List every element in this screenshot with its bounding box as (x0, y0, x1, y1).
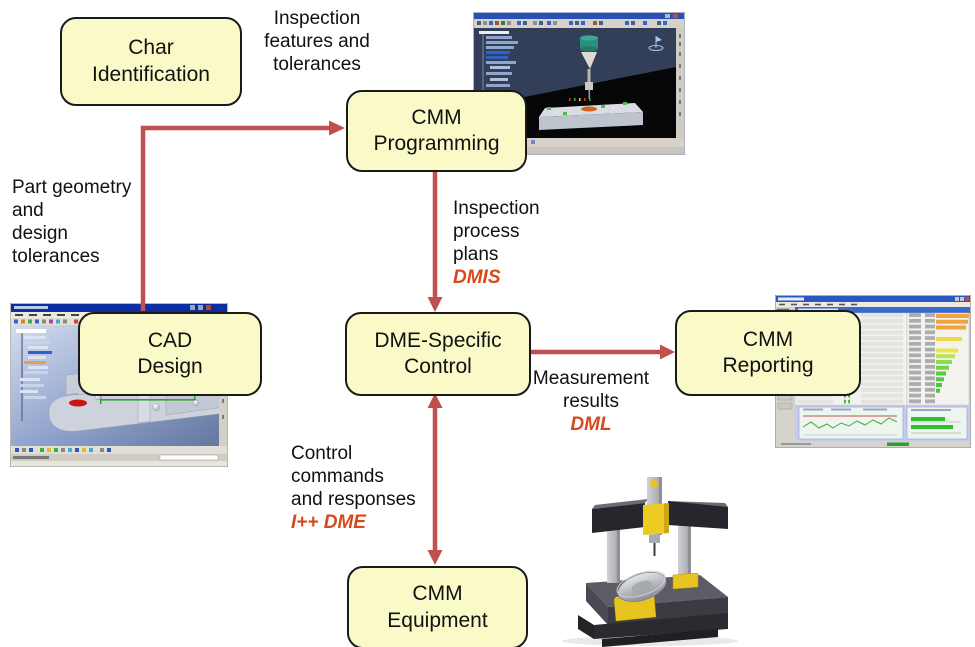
label-line: and (12, 199, 44, 221)
box-char-identification-line2: Identification (92, 62, 210, 86)
box-cmm-reporting: CMM Reporting (675, 310, 861, 396)
box-cad-design-line2: Design (137, 355, 203, 378)
feature-tree (479, 31, 518, 100)
box-cad-design: CAD Design (78, 312, 262, 396)
box-cmm-programming-line2: Programming (373, 132, 500, 155)
box-cmm-programming: CMM Programming (346, 90, 527, 172)
bottom-toolbar-icons (15, 448, 111, 452)
part-model (539, 98, 643, 130)
label-line: tolerances (273, 53, 361, 75)
box-dme-specific-control: DME-Specific Control (345, 312, 531, 396)
arrow-cad-to-programming (140, 120, 345, 311)
arrow-programming-to-control (427, 170, 443, 312)
cmm-machine-image (562, 477, 738, 647)
label-line: Inspection (453, 198, 540, 219)
label-inspection-process: Inspection process plans DMIS (453, 198, 540, 290)
label-part-geometry: Part geometry and design tolerances (12, 177, 131, 269)
arrow-control-to-reporting (529, 344, 675, 360)
box-char-identification: Char Identification (60, 17, 242, 106)
label-control-commands: Control commands and responses I++ DME (291, 443, 416, 535)
label-line: tolerances (12, 245, 100, 267)
label-line: Measurement (532, 368, 650, 389)
box-cmm-reporting-line2: Reporting (722, 354, 814, 377)
standard-name-ipp-dme: I++ DME (291, 511, 366, 533)
label-line: Control (291, 443, 353, 464)
compass-icon (648, 36, 664, 51)
box-cmm-equipment: CMM Equipment (347, 566, 528, 647)
workpiece-cylinder (616, 570, 667, 602)
label-line: Inspection (273, 8, 361, 29)
probe-head (580, 35, 598, 99)
cmm-machine-photo (550, 463, 745, 647)
box-cmm-reporting-line1: CMM (742, 327, 794, 351)
standard-name-dmis: DMIS (453, 266, 501, 288)
toolbar-icons (14, 319, 78, 324)
label-line: plans (453, 243, 499, 265)
label-line: features and (264, 30, 370, 52)
box-cad-design-line1: CAD (147, 328, 193, 352)
label-measurement-results: Measurement results DML (526, 368, 656, 437)
box-cmm-programming-line1: CMM (411, 105, 462, 129)
toolbar-icons (477, 21, 667, 25)
trend-chart (798, 406, 904, 440)
box-dme-specific-control-line2: Control (404, 355, 472, 378)
feature-tree (16, 329, 52, 421)
label-inspection-features: Inspection features and tolerances (252, 8, 382, 77)
label-line: design (12, 222, 68, 244)
box-cmm-equipment-line1: CMM (412, 582, 463, 606)
standard-name-dml: DML (570, 413, 612, 435)
label-line: Part geometry (12, 177, 132, 198)
bar-chart (906, 406, 968, 440)
tornado-bars (936, 314, 969, 393)
label-line: process (453, 220, 520, 242)
label-line: and responses (291, 488, 416, 510)
label-line: commands (291, 465, 384, 487)
box-dme-specific-control-line1: DME-Specific (374, 328, 502, 352)
label-line: results (563, 390, 619, 412)
box-char-identification-line1: Char (128, 36, 174, 60)
box-cmm-equipment-line2: Equipment (387, 608, 488, 632)
arrow-control-equipment-bidirectional (427, 393, 443, 565)
